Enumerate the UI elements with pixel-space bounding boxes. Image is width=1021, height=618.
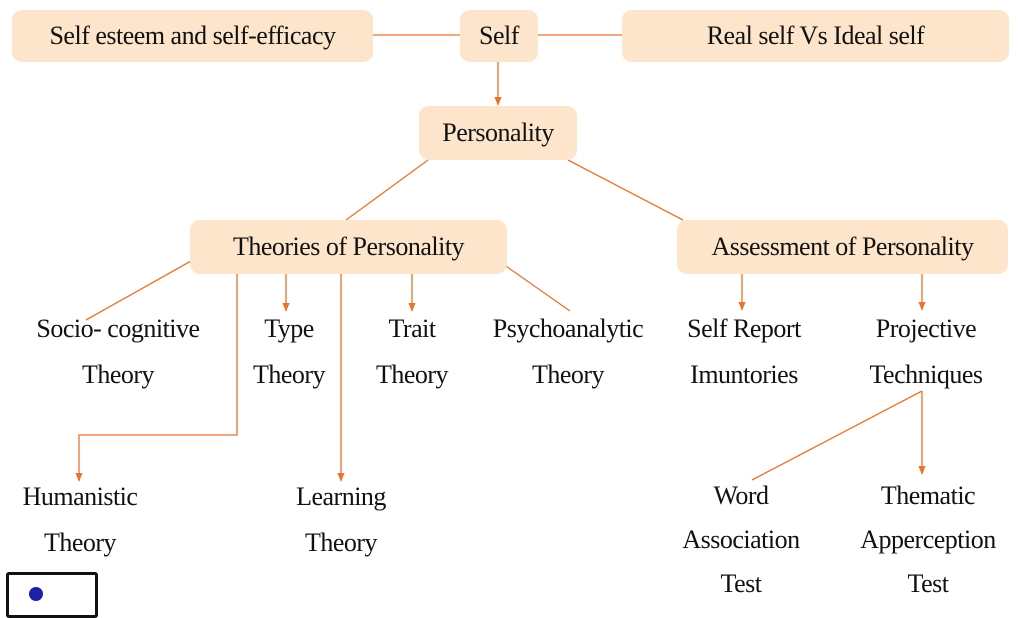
label-humanistic-theory: Humanistic Theory xyxy=(22,482,138,557)
label-thematic-apperception-test: Thematic Apperception Test xyxy=(860,481,996,598)
label-trait-theory: Trait Theory xyxy=(375,314,449,389)
line-personality-theories xyxy=(345,159,429,221)
box-assessment-of-personality: Assessment of Personality xyxy=(677,220,1008,274)
box-personality: Personality xyxy=(419,106,577,160)
label-learning-theory: Learning Theory xyxy=(296,482,386,557)
line-personality-assessment xyxy=(567,159,684,221)
label-psychoanalytic-theory: Psychoanalytic Theory xyxy=(492,314,644,389)
label-word-association-test: Word Association Test xyxy=(682,481,800,598)
partial-bullet-icon xyxy=(6,572,98,618)
connector-lines xyxy=(75,34,926,482)
line-theories-socio xyxy=(85,260,192,321)
box-self-esteem: Self esteem and self-efficacy xyxy=(12,10,373,62)
label-type-theory: Type Theory xyxy=(252,314,326,389)
label-projective-techniques: Projective Techniques xyxy=(869,314,983,389)
arrow-theories-humanistic xyxy=(75,274,238,482)
personality-concept-map: Self esteem and self-efficacy Self Real … xyxy=(6,10,1009,618)
blue-dot-icon xyxy=(29,587,43,601)
label-self-report-inventories: Self Report Imuntories xyxy=(687,314,801,389)
box-real-vs-ideal-self: Real self Vs Ideal self xyxy=(622,10,1009,62)
box-self: Self xyxy=(460,10,538,62)
line-projective-word xyxy=(751,390,923,481)
label-socio-cognitive-theory: Socio- cognitive Theory xyxy=(36,314,200,389)
box-theories-of-personality: Theories of Personality xyxy=(190,220,507,274)
line-theories-psycho xyxy=(502,263,571,312)
